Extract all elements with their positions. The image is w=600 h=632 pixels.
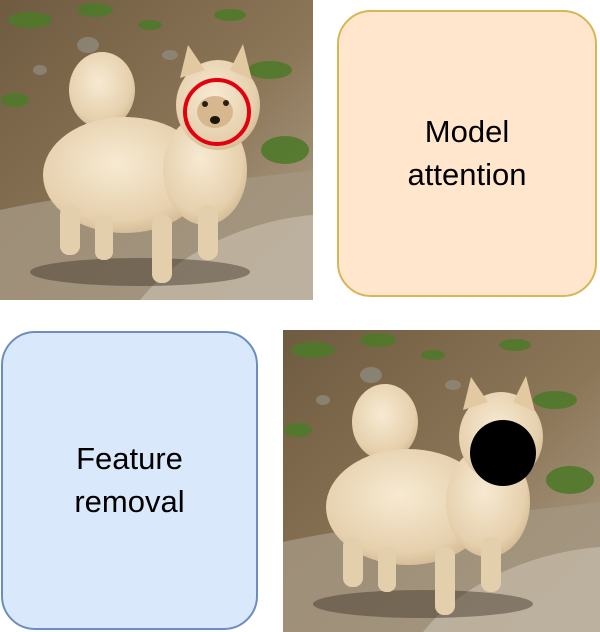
- attention-circle: [183, 78, 251, 146]
- dog-photo-feature-removed: [283, 330, 600, 632]
- feature-removal-box: Feature removal: [1, 331, 258, 630]
- occlusion-disk: [470, 420, 536, 486]
- model-attention-box: Model attention: [337, 10, 597, 297]
- dog-photo-attention: [0, 0, 313, 300]
